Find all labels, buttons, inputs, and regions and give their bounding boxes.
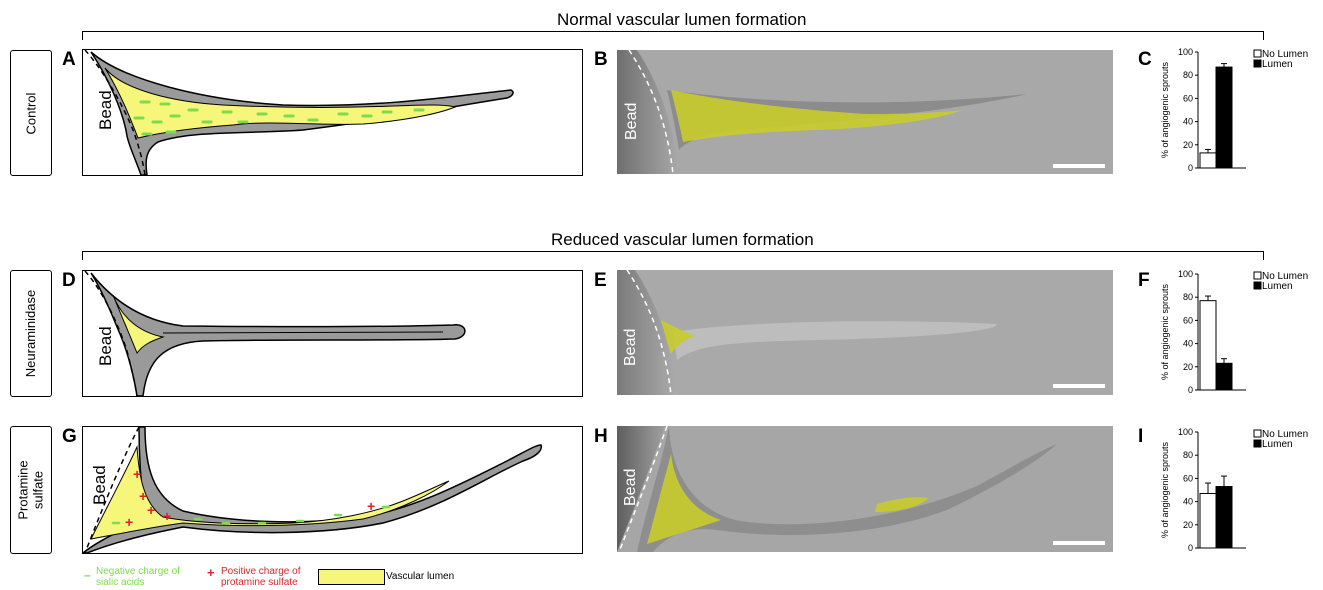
bar-no-lumen (1200, 301, 1216, 390)
legend-label: Lumen (1262, 439, 1293, 450)
schematic-control (82, 49, 583, 176)
y-tick-label: 80 (1183, 292, 1193, 302)
row-label-neuraminidase: Neuraminidase (10, 270, 52, 397)
micrograph-control (617, 50, 1113, 174)
legend-label: Lumen (1262, 281, 1293, 292)
section-bracket-reduced (82, 251, 1264, 260)
panel-letter-g: G (62, 426, 77, 448)
positive-charge-label-1: Positive charge of (221, 566, 301, 577)
y-tick-label: 60 (1183, 315, 1193, 325)
y-tick-label: 40 (1183, 497, 1193, 507)
y-tick-label: 40 (1183, 339, 1193, 349)
bar-lumen (1216, 363, 1232, 390)
positive-charge-label-2: protamine sulfate (221, 577, 298, 588)
svg-text:+: + (367, 498, 375, 514)
svg-text:+: + (139, 488, 147, 504)
row-label-protamine-line2: sulfate (31, 460, 46, 519)
y-axis-label: % of angiogenic sprouts (1160, 441, 1170, 538)
legend-label: Lumen (1262, 59, 1293, 70)
y-tick-label: 0 (1188, 163, 1193, 173)
y-tick-label: 100 (1178, 269, 1193, 279)
row-label-control: Control (10, 50, 52, 176)
bar-no-lumen (1200, 493, 1216, 548)
y-tick-label: 60 (1183, 93, 1193, 103)
bead-label-g: Bead (90, 465, 110, 505)
legend-negative: – Negative charge of sialic acids (84, 566, 91, 584)
panel-letter-a: A (62, 49, 76, 71)
bead-label-h: Bead (622, 469, 640, 506)
panel-letter-i: I (1138, 426, 1143, 448)
y-tick-label: 20 (1183, 520, 1193, 530)
y-axis-label: % of angiogenic sprouts (1160, 61, 1170, 158)
bar-lumen (1216, 67, 1232, 168)
section-bracket-normal (82, 31, 1264, 40)
cell-outline (83, 427, 541, 553)
legend-swatch (1254, 440, 1261, 447)
row-label-control-text: Control (24, 92, 39, 134)
panel-letter-d: D (62, 270, 76, 292)
bead-label-b: Bead (623, 103, 641, 140)
bead-label-d: Bead (96, 326, 116, 366)
micrograph-protamine (617, 426, 1113, 552)
bar-lumen (1216, 487, 1232, 548)
legend-swatch (1254, 60, 1261, 67)
panel-letter-c: C (1138, 49, 1152, 71)
schematic-protamine: +++ +++ (82, 426, 583, 554)
row-label-neuraminidase-text: Neuraminidase (24, 290, 39, 377)
svg-text:+: + (125, 514, 133, 530)
schematic-neuraminidase (82, 270, 583, 397)
legend-positive: + Positive charge of protamine sulfate (207, 564, 215, 582)
positive-charge-symbol: + (207, 565, 215, 580)
y-tick-label: 60 (1183, 473, 1193, 483)
svg-text:+: + (147, 502, 155, 518)
y-tick-label: 80 (1183, 450, 1193, 460)
section-title-reduced: Reduced vascular lumen formation (551, 230, 814, 250)
y-tick-label: 40 (1183, 117, 1193, 127)
panel-letter-b: B (594, 49, 608, 71)
panel-letter-e: E (594, 270, 607, 292)
negative-charge-label-1: Negative charge of (96, 566, 180, 577)
micrograph-neuraminidase (617, 270, 1113, 395)
y-tick-label: 100 (1178, 427, 1193, 437)
svg-text:+: + (133, 466, 141, 482)
y-tick-label: 20 (1183, 140, 1193, 150)
legend-swatch (1254, 272, 1261, 279)
y-tick-label: 20 (1183, 362, 1193, 372)
section-title-normal: Normal vascular lumen formation (557, 10, 806, 30)
lumen-legend-label: Vascular lumen (386, 571, 454, 582)
y-tick-label: 100 (1178, 47, 1193, 57)
bead-label-a: Bead (96, 90, 116, 130)
bar-no-lumen (1200, 153, 1216, 168)
lumen-legend-swatch (318, 569, 385, 585)
legend-swatch (1254, 50, 1261, 57)
legend-swatch (1254, 430, 1261, 437)
panel-letter-f: F (1138, 270, 1150, 292)
svg-text:+: + (163, 508, 171, 524)
row-label-protamine-line1: Protamine (16, 460, 31, 519)
panel-letter-h: H (594, 426, 608, 448)
negative-charge-label-2: sialic acids (96, 577, 144, 588)
negative-charge-symbol: – (84, 568, 91, 582)
y-tick-label: 0 (1188, 543, 1193, 553)
legend-swatch (1254, 282, 1261, 289)
bead-label-e: Bead (622, 329, 640, 366)
y-tick-label: 0 (1188, 385, 1193, 395)
y-tick-label: 80 (1183, 70, 1193, 80)
y-axis-label: % of angiogenic sprouts (1160, 283, 1170, 380)
